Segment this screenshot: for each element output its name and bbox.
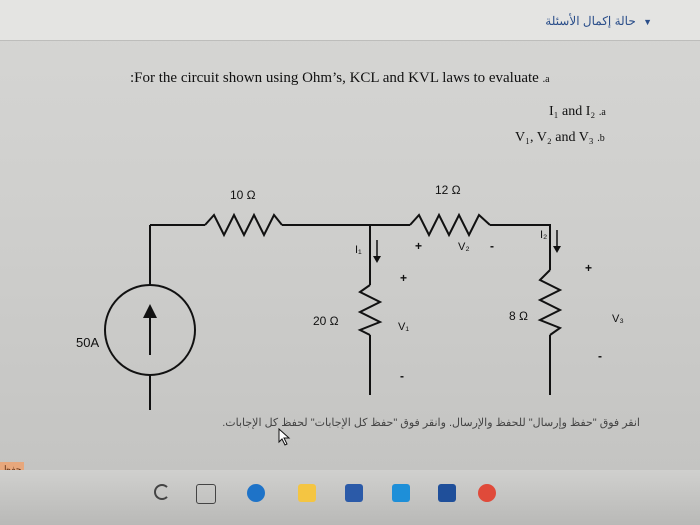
resistor-8-ohm — [537, 269, 563, 336]
file-explorer-icon[interactable] — [298, 484, 316, 502]
circuit-diagram: 10 Ω 12 Ω 20 Ω 8 Ω 50A I₁ I₂ V₂ + - V₁ +… — [76, 183, 624, 410]
resistor-20-ohm — [357, 284, 383, 336]
search-icon[interactable] — [154, 484, 170, 500]
label-v1-plus: + — [400, 271, 407, 285]
current-arrow-i1 — [373, 256, 381, 263]
part-a-text: I₁ and I₂ .a — [549, 104, 606, 119]
app-icon-navy[interactable] — [438, 484, 456, 502]
label-i2: I₂ — [540, 229, 547, 241]
source-arrow-head — [143, 304, 157, 318]
question-text: :For the circuit shown using Ohm’s, KCL … — [130, 70, 550, 86]
label-8-ohm: 8 Ω — [509, 309, 528, 323]
label-v1: V₁ — [398, 321, 409, 333]
label-12-ohm: 12 Ω — [435, 183, 461, 197]
app-icon-blue[interactable] — [392, 484, 410, 502]
status-label[interactable]: حالة إكمال الأسئلة — [545, 14, 636, 28]
chevron-down-icon[interactable]: ▼ — [643, 17, 652, 27]
label-v1-minus: - — [400, 369, 404, 383]
wire-top-right — [490, 224, 551, 270]
label-10-ohm: 10 Ω — [230, 188, 256, 202]
label-i1: I₁ — [355, 244, 362, 256]
current-arrow-i2 — [553, 246, 561, 253]
label-v2: V₂ — [458, 241, 470, 253]
task-view-icon[interactable] — [196, 484, 216, 504]
label-v2-minus: - — [490, 239, 494, 253]
label-20-ohm: 20 Ω — [313, 314, 339, 328]
question-header: ▼ حالة إكمال الأسئلة — [0, 0, 700, 41]
chrome-icon[interactable] — [478, 484, 496, 502]
question-completion-status[interactable]: ▼ حالة إكمال الأسئلة — [545, 14, 652, 28]
store-icon[interactable] — [345, 484, 363, 502]
label-v2-plus: + — [415, 239, 422, 253]
label-v3-plus: + — [585, 261, 592, 275]
mouse-cursor-icon — [278, 428, 291, 446]
save-instructions: انقر فوق "حفظ وإرسال" للحفظ والإرسال. وا… — [222, 417, 640, 429]
resistor-12-ohm — [409, 212, 491, 238]
current-source — [104, 284, 196, 376]
label-50a: 50A — [76, 335, 99, 350]
label-v3: V₃ — [612, 313, 624, 325]
label-v3-minus: - — [598, 349, 602, 363]
edge-browser-icon[interactable] — [247, 484, 265, 502]
resistor-10-ohm — [204, 212, 283, 238]
part-b-text: V₁, V₂ and V₃ .b — [515, 130, 605, 145]
